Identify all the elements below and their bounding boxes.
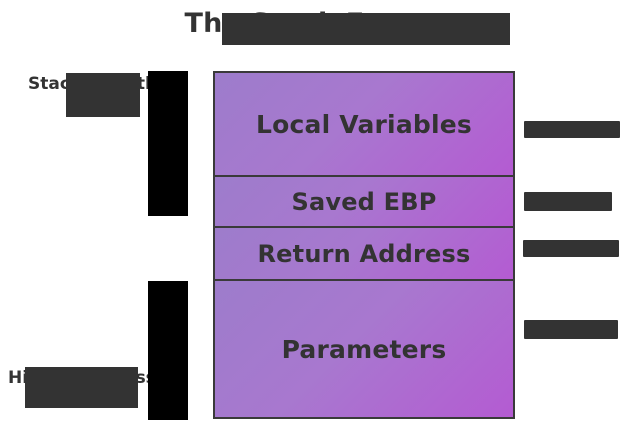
stack-cell-saved-ebp: Saved EBP [213, 177, 515, 228]
callout-return-address-redaction [523, 240, 619, 257]
stack-cell-label: Return Address [257, 239, 471, 268]
stack-growth-redaction-bar [66, 73, 140, 117]
callout-saved-ebp-redaction [524, 192, 612, 211]
stack-cell-local-variables: Local Variables [213, 71, 515, 177]
stack-frame-diagram: Local Variables Saved EBP Return Address… [213, 71, 515, 419]
stack-cell-label: Local Variables [256, 109, 472, 139]
callout-local-variables-redaction [524, 121, 620, 138]
title-redaction-bar [222, 13, 510, 45]
stack-cell-label: Saved EBP [291, 187, 437, 216]
stack-cell-label: Parameters [281, 334, 447, 364]
stack-cell-return-address: Return Address [213, 228, 515, 281]
stack-growth-arrow-icon [148, 71, 188, 216]
higher-addresses-redaction-bar [25, 367, 138, 408]
stack-cell-parameters: Parameters [213, 281, 515, 419]
higher-addresses-arrow-icon [148, 281, 188, 420]
callout-parameters-redaction [524, 320, 618, 339]
